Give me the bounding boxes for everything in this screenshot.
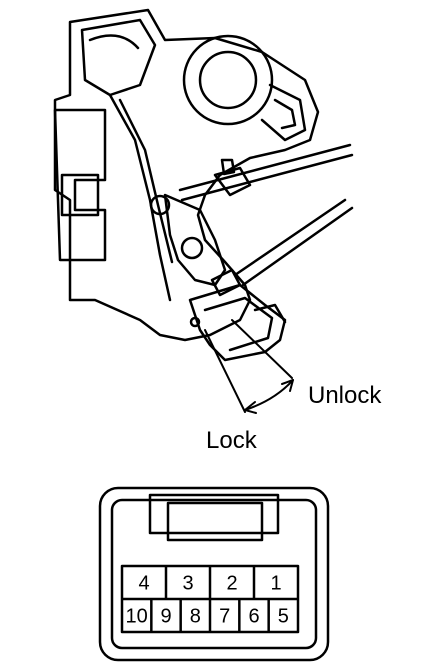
rod-clip bbox=[213, 166, 252, 197]
knob-link bbox=[210, 268, 242, 297]
travel-arc bbox=[244, 379, 294, 411]
pin-3-label: 3 bbox=[182, 573, 193, 595]
right-bracket bbox=[260, 83, 307, 142]
internal-rib bbox=[108, 93, 172, 302]
pin-2-label: 2 bbox=[226, 573, 237, 595]
lock-knob-tab bbox=[253, 303, 287, 324]
upper-rod bbox=[178, 143, 354, 202]
arc-arrow-unlock bbox=[281, 379, 294, 392]
arc-arrow-lock bbox=[244, 401, 257, 414]
unlock-label: Unlock bbox=[308, 382, 382, 409]
lock-housing-outline bbox=[53, 8, 320, 342]
pin-10-label: 10 bbox=[126, 606, 148, 628]
pin-9-label: 9 bbox=[160, 606, 171, 628]
pin-5-label: 5 bbox=[278, 606, 289, 628]
pin-cells bbox=[150, 566, 270, 632]
pin-8-label: 8 bbox=[190, 606, 201, 628]
plate-slot bbox=[60, 173, 100, 217]
connector-latch bbox=[148, 493, 280, 535]
door-lock-assembly bbox=[53, 8, 354, 414]
round-boss-outer bbox=[182, 34, 274, 126]
rod-clip-top bbox=[220, 158, 236, 176]
connector bbox=[98, 486, 330, 662]
lock-guide-line bbox=[204, 329, 246, 413]
upper-cutout-arc bbox=[88, 34, 140, 50]
pin-6-label: 6 bbox=[248, 606, 259, 628]
lock-knob bbox=[188, 283, 287, 362]
lock-label: Lock bbox=[206, 427, 257, 454]
connector-latch-inner bbox=[166, 501, 264, 542]
lock-knob-inner bbox=[203, 296, 274, 352]
lower-rod bbox=[233, 198, 354, 287]
lever-body bbox=[163, 193, 227, 287]
right-bracket-inner bbox=[273, 98, 297, 130]
upper-cutout bbox=[80, 18, 157, 97]
pin-1-label: 1 bbox=[270, 573, 281, 595]
connector-inner-shell bbox=[110, 498, 318, 650]
unlock-guide-line bbox=[231, 319, 293, 379]
pin-4-label: 4 bbox=[138, 573, 149, 595]
connector-outer-shell bbox=[98, 486, 330, 662]
mounting-plate bbox=[53, 108, 107, 262]
internal-rib-2 bbox=[118, 98, 174, 264]
pivot-hole-lower bbox=[180, 236, 204, 260]
pin-7-label: 7 bbox=[219, 606, 230, 628]
knob-pin bbox=[189, 316, 201, 328]
pivot-hole-upper bbox=[149, 194, 171, 216]
round-boss-inner bbox=[198, 50, 258, 110]
